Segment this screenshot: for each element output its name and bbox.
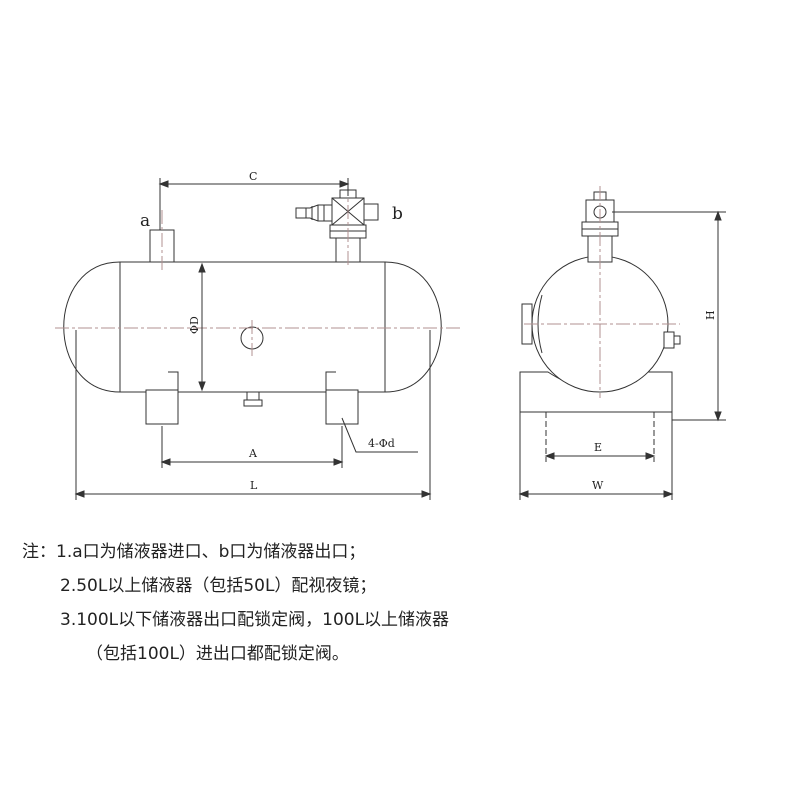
note-line-3: 3.100L以下储液器出口配锁定阀，100L以上储液器 (60, 610, 450, 630)
note-line-2: 2.50L以上储液器（包括50L）配视夜镜； (60, 576, 377, 596)
tank-side-view (55, 178, 460, 500)
note-line-4: （包括100L）进出口都配锁定阀。 (86, 644, 349, 664)
outlet-valve (295, 189, 379, 263)
dimension-label-a: A (248, 447, 258, 460)
note-line-1: 注：1.a口为储液器进口、b口为储液器出口； (22, 542, 366, 562)
dimension-label-h: H (704, 310, 717, 320)
saddle-support-left (145, 371, 179, 425)
dimension-label-w: W (592, 479, 604, 492)
drain-plug (243, 391, 263, 407)
dimension-label-l: L (250, 479, 258, 492)
bolt-hole-label: 4-Φd (368, 437, 395, 450)
outlet-label-b: b (392, 204, 403, 224)
dimension-label-e: E (594, 441, 602, 454)
notes-block: 注：1.a口为储液器进口、b口为储液器出口； 2.50L以上储液器（包括50L）… (22, 535, 782, 671)
dimension-label-c: C (249, 170, 257, 183)
dimension-label-d: ΦD (188, 316, 201, 334)
tank-end-view (518, 186, 726, 500)
inlet-label-a: a (140, 211, 150, 231)
receiver-technical-drawing: a b C ΦD A L 4-Φd H E W (55, 170, 726, 500)
